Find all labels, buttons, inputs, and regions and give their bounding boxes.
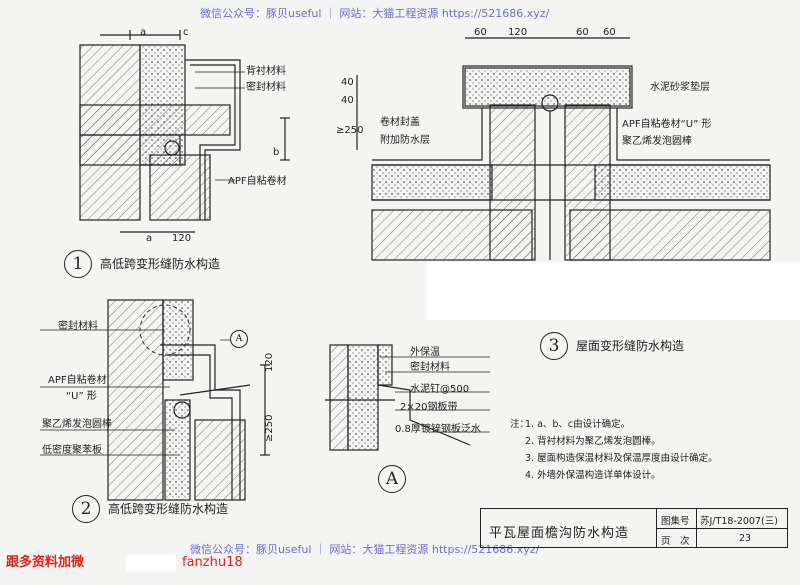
note-item-1: 1. a、b、c由设计确定。 (525, 419, 631, 430)
d2-caption: 高低跨变形缝防水构造 (108, 502, 229, 516)
d1-dim-120: 120 (172, 233, 192, 244)
atlas-number: 苏J/T18-2007(三) (700, 516, 778, 527)
dA-label-insulation: 外保温 (410, 347, 440, 358)
watermark-bottom: 微信公众号：豚贝useful ｜ 网站：大猫工程资源 https://52168… (190, 543, 540, 556)
d3-dim-40b: 40 (341, 95, 354, 106)
title-block: 平瓦屋面檐沟防水构造 图集号 苏J/T18-2007(三) 页 次 23 (480, 508, 788, 548)
note-item-4: 4. 外墙外保温构造详单体设计。 (525, 470, 661, 481)
d3-dim-120: 120 (508, 27, 528, 38)
dA-ref-circle: A (378, 465, 406, 493)
note-item-2: 2. 背衬材料为聚乙烯发泡圆棒。 (525, 436, 661, 447)
d2-label-low-density: 低密度聚苯板 (42, 445, 102, 456)
d3-number-circle: 3 (540, 332, 568, 360)
dA-label-strip: 2×20钢板带 (400, 402, 458, 413)
d3-dim-60c: 60 (603, 27, 616, 38)
detail2-drawing (40, 299, 270, 501)
page-number: 23 (739, 533, 752, 544)
d1-dim-a-top: a (140, 27, 147, 38)
d2-label-sealant: 密封材料 (58, 321, 98, 332)
contact-handle: fanzhu18 (182, 555, 243, 570)
d2-label-foam-rod: 聚乙烯发泡圆棒 (42, 419, 112, 430)
d1-dim-b: b (273, 147, 280, 158)
d1-dim-c-top: c (183, 27, 189, 38)
d3-label-foam-rod: 聚乙烯发泡圆棒 (622, 136, 692, 147)
dA-label-nail: 水泥钉@500 (410, 384, 470, 395)
d3-dim-60a: 60 (474, 27, 487, 38)
note-item-3: 3. 屋面构造保温材料及保温厚度由设计确定。 (525, 453, 718, 464)
d3-dim-250: ≥250 (336, 125, 364, 136)
d1-label-backing: 背衬材料 (246, 66, 286, 77)
page-label: 页 次 (661, 536, 690, 547)
detailA-drawing (325, 344, 490, 451)
detail1-drawing (79, 30, 290, 233)
d1-dim-a-bottom: a (146, 233, 153, 244)
d3-label-seal-cover: 卷材封盖 (380, 117, 420, 128)
notes-intro: 注： (510, 419, 530, 430)
d3-caption: 屋面变形缝防水构造 (576, 339, 685, 353)
d3-label-mortar: 水泥砂浆垫层 (650, 82, 710, 93)
d1-label-sealant: 密封材料 (246, 82, 286, 93)
d3-label-extra-layer: 附加防水层 (380, 135, 430, 146)
atlas-label: 图集号 (661, 516, 690, 527)
d3-label-apf-u: APF自粘卷材“U” 形 (622, 119, 712, 130)
d2-label-apf-2: “U” 形 (66, 391, 97, 402)
redaction-box (126, 555, 176, 571)
d2-label-apf-1: APF自粘卷材 (48, 375, 107, 386)
d2-number-circle: 2 (72, 495, 100, 523)
detail3-drawing (356, 37, 771, 261)
d1-label-apf: APF自粘卷材 (228, 176, 287, 187)
contact-prefix: 跟多资料加微 (6, 555, 85, 570)
d2-dim-250: ≥250 (264, 414, 275, 442)
d3-dim-40a: 40 (341, 77, 354, 88)
d2-ref-a-circle: A (230, 330, 248, 348)
d1-caption: 高低跨变形缝防水构造 (100, 257, 221, 271)
dA-label-flashing: 0.8厚镀锌钢板泛水 (395, 424, 481, 435)
d1-number-circle: 1 (64, 250, 92, 278)
d2-dim-120: 120 (264, 352, 275, 372)
d3-dim-60b: 60 (576, 27, 589, 38)
watermark-top: 微信公众号：豚贝useful ｜ 网站：大猫工程资源 https://52168… (200, 7, 550, 20)
dA-label-sealant: 密封材料 (410, 362, 450, 373)
title-block-title: 平瓦屋面檐沟防水构造 (489, 526, 630, 541)
